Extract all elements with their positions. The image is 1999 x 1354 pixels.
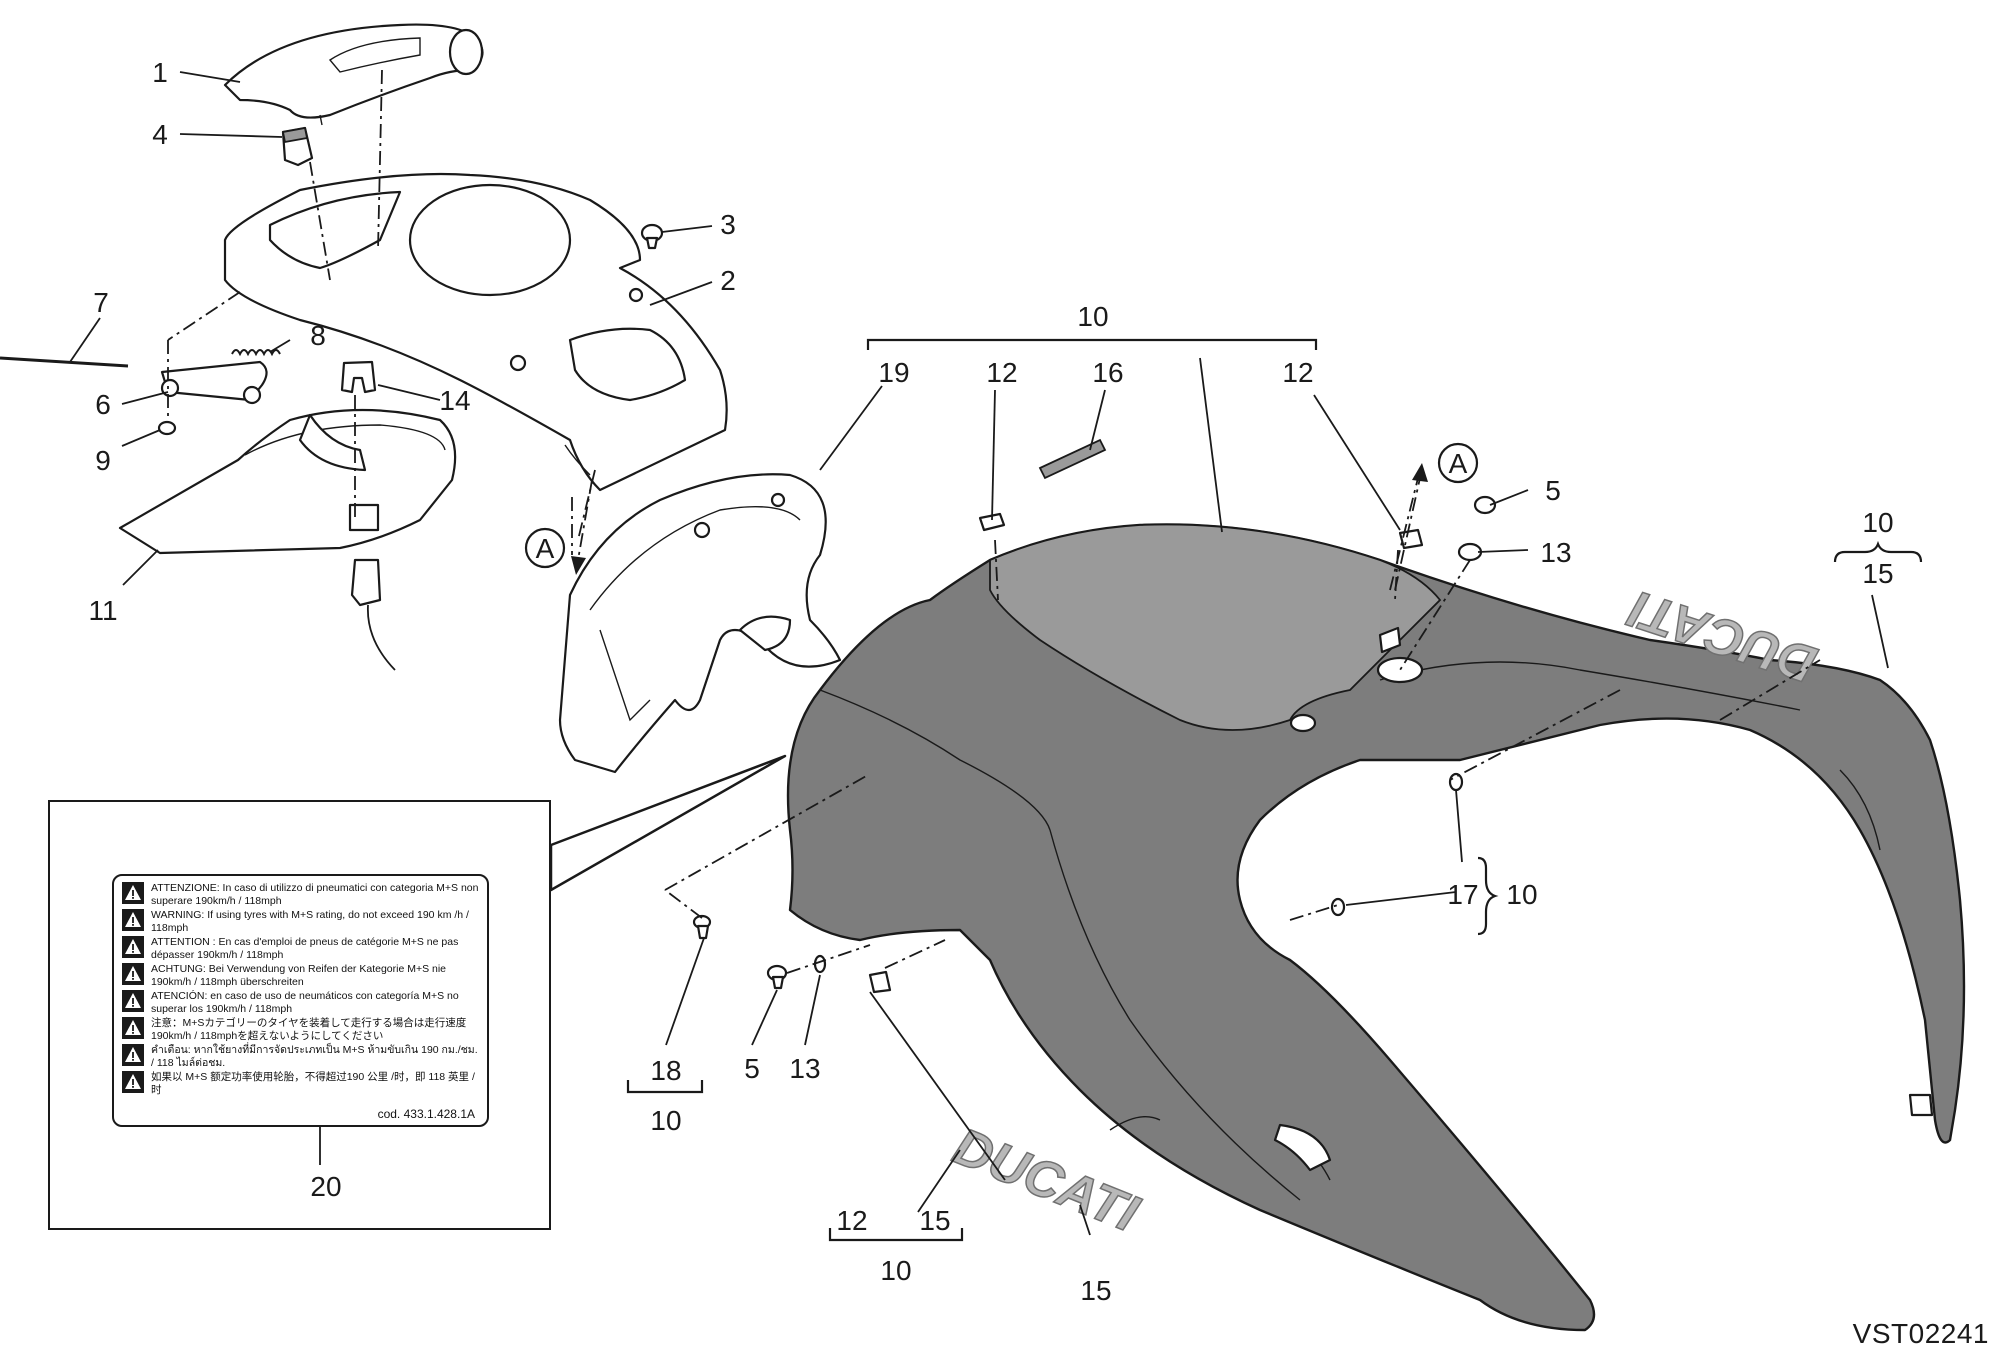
callout-19: 19 — [878, 357, 909, 388]
warning-text-en: WARNING: If using tyres with M+S rating,… — [151, 909, 469, 934]
part-strip — [1038, 438, 1107, 480]
part-inner-bracket — [558, 473, 842, 774]
warning-row: 注意：M+Sカテゴリーのタイヤを装着して走行する場合は走行速度 190km/h … — [122, 1017, 479, 1042]
part-clip — [281, 126, 314, 167]
callout-10-bottom: 10 — [880, 1255, 911, 1286]
warning-decal: ATTENZIONE: In caso di utilizzo di pneum… — [112, 874, 489, 1127]
callout-13-b: 13 — [789, 1053, 820, 1084]
warning-text-zh: 如果以 M+S 额定功率使用轮胎，不得超过190 公里 /时，即 118 英里 … — [151, 1071, 475, 1096]
warning-triangle-icon — [122, 963, 144, 985]
callout-13-a: 13 — [1540, 537, 1571, 568]
part-washer-9 — [157, 420, 177, 436]
callout-9: 9 — [95, 445, 111, 476]
part-tray — [118, 408, 457, 671]
callout-15-b: 15 — [919, 1205, 950, 1236]
callout-3: 3 — [720, 209, 736, 240]
callout-10-mid: 10 — [1506, 879, 1537, 910]
callout-20: 20 — [310, 1171, 341, 1202]
warning-triangle-icon — [122, 990, 144, 1012]
callout-14: 14 — [439, 385, 470, 416]
warning-text-ja: 注意：M+Sカテゴリーのタイヤを装着して走行する場合は走行速度 190km/h … — [151, 1017, 467, 1042]
decal-code: cod. 433.1.428.1A — [377, 1107, 475, 1121]
part-connector — [340, 360, 377, 394]
leader-lines — [69, 71, 1889, 1236]
warning-row: ACHTUNG: Bei Verwendung von Reifen der K… — [122, 963, 479, 988]
callout-numbers: 1 4 3 2 7 8 6 9 14 11 10 19 12 16 12 5 1… — [88, 57, 1893, 1306]
warning-text-es: ATENCIÓN: en caso de uso de neumáticos c… — [151, 990, 459, 1015]
warning-triangle-icon — [122, 1071, 144, 1093]
callout-6: 6 — [95, 389, 111, 420]
view-marker-right — [1437, 442, 1479, 484]
warning-triangle-icon — [122, 936, 144, 958]
callout-4: 4 — [152, 119, 168, 150]
callout-15-a: 15 — [1862, 558, 1893, 589]
warning-text-it: ATTENZIONE: In caso di utilizzo di pneum… — [151, 882, 479, 907]
warning-row: WARNING: If using tyres with M+S rating,… — [122, 909, 479, 934]
warning-triangle-icon — [122, 1017, 144, 1039]
callout-1: 1 — [152, 57, 168, 88]
part-top-cover — [223, 23, 484, 126]
warning-row: ATENCIÓN: en caso de uso de neumáticos c… — [122, 990, 479, 1015]
part-screw-3 — [640, 223, 664, 250]
callout-11: 11 — [88, 595, 117, 626]
warning-row: คำเตือน: หากใช้ยางที่มีการจัดประเภทเป็น … — [122, 1044, 479, 1069]
callout-12-c: 12 — [836, 1205, 867, 1236]
callout-17: 17 — [1447, 879, 1478, 910]
callout-12-a: 12 — [986, 357, 1017, 388]
callout-10-low-left: 10 — [650, 1105, 681, 1136]
warning-row: 如果以 M+S 额定功率使用轮胎，不得超过190 公里 /时，即 118 英里 … — [122, 1071, 479, 1096]
callout-10-top: 10 — [1077, 301, 1108, 332]
callout-10-right: 10 — [1862, 507, 1893, 538]
callout-16: 16 — [1092, 357, 1123, 388]
warning-row: ATTENZIONE: In caso di utilizzo di pneum… — [122, 882, 479, 907]
warning-text-th: คำเตือน: หากใช้ยางที่มีการจัดประเภทเป็น … — [151, 1044, 478, 1069]
callout-2: 2 — [720, 265, 736, 296]
view-arrows — [571, 463, 1428, 591]
braces — [626, 338, 1923, 1242]
drawing-code: VST02241 — [1852, 1318, 1989, 1349]
callout-5-b: 5 — [744, 1053, 760, 1084]
part-spring — [231, 349, 281, 357]
view-marker-left — [524, 527, 566, 569]
callout-8: 8 — [310, 320, 326, 351]
assembly-lines — [167, 69, 1821, 974]
label-pointer — [549, 754, 787, 892]
warning-row: ATTENTION : En cas d'emploi de pneus de … — [122, 936, 479, 961]
part-tank-shell — [786, 523, 1966, 1332]
warning-triangle-icon — [122, 882, 144, 904]
view-marker-left-label: A — [536, 533, 555, 564]
callout-12-b: 12 — [1282, 357, 1313, 388]
callout-7: 7 — [93, 287, 109, 318]
callout-5-a: 5 — [1545, 475, 1561, 506]
warning-text-fr: ATTENTION : En cas d'emploi de pneus de … — [151, 936, 459, 961]
warning-text-de: ACHTUNG: Bei Verwendung von Reifen der K… — [151, 963, 447, 988]
part-hardware — [692, 495, 1497, 994]
warning-triangle-icon — [122, 909, 144, 931]
part-latch — [160, 360, 268, 405]
warning-triangle-icon — [122, 1044, 144, 1066]
callout-18: 18 — [650, 1055, 681, 1086]
callout-15-c: 15 — [1080, 1275, 1111, 1306]
view-marker-right-label: A — [1449, 448, 1468, 479]
part-tank-cover — [223, 172, 728, 492]
